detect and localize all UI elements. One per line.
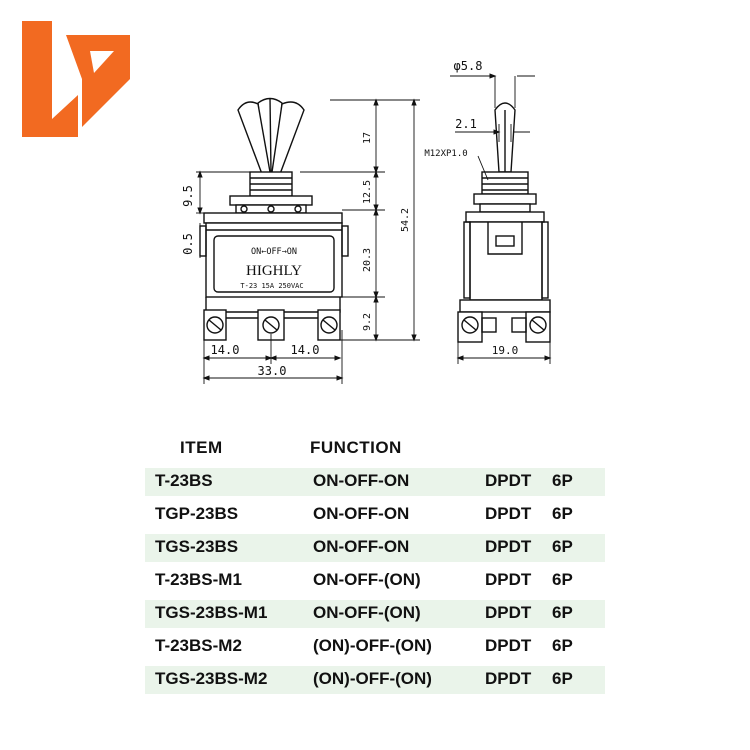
row-function: ON-OFF-ON — [313, 471, 410, 490]
row-item: TGS-23BS — [155, 537, 239, 556]
brand-logo-icon — [22, 21, 130, 137]
dim-lever: 17 — [362, 132, 373, 144]
row-function: ON-OFF-(ON) — [313, 603, 421, 622]
dim-tip-diameter: φ5.8 — [454, 59, 483, 73]
row-item: T-23BS-M2 — [155, 636, 242, 655]
spec-table: ITEM FUNCTION T-23BS ON-OFF-ON DPDT 6P T… — [0, 436, 750, 736]
dim-terminal-left: 14.0 — [211, 343, 240, 357]
row-type: DPDT — [485, 636, 532, 655]
technical-drawing: ON←OFF→ON HIGHLY T-23 15A 250VAC 14.0 14… — [181, 59, 552, 384]
logo-left-shape — [22, 21, 78, 137]
header-function: FUNCTION — [310, 438, 402, 457]
front-dimension-lines — [196, 98, 420, 384]
dim-total-height: 54.2 — [400, 208, 411, 232]
row-pins: 6P — [552, 471, 573, 490]
row-function: ON-OFF-ON — [313, 537, 410, 556]
side-lever — [494, 102, 516, 173]
table-row: TGS-23BS-M2 (ON)-OFF-(ON) DPDT 6P — [145, 666, 605, 694]
dim-side-width: 19.0 — [492, 344, 519, 357]
dim-width: 33.0 — [258, 364, 287, 378]
row-item: TGS-23BS-M1 — [155, 603, 268, 622]
row-function: (ON)-OFF-(ON) — [313, 669, 432, 688]
dim-body: 20.3 — [362, 248, 373, 272]
table-row: TGS-23BS-M1 ON-OFF-(ON) DPDT 6P — [145, 600, 605, 628]
dim-lever-diameter: 2.1 — [455, 117, 477, 131]
table-row: T-23BS ON-OFF-ON DPDT 6P — [145, 468, 605, 496]
table-row: T-23BS-M2 (ON)-OFF-(ON) DPDT 6P — [145, 633, 605, 661]
side-view — [457, 102, 551, 343]
rating-label: T-23 15A 250VAC — [240, 282, 303, 290]
table-row: T-23BS-M1 ON-OFF-(ON) DPDT 6P — [145, 567, 605, 595]
mounting-nut — [203, 195, 343, 224]
row-pins: 6P — [552, 669, 573, 688]
toggle-lever — [237, 97, 305, 175]
row-item: T-23BS — [155, 471, 213, 490]
row-item: T-23BS-M1 — [155, 570, 242, 589]
table-row: TGS-23BS ON-OFF-ON DPDT 6P — [145, 534, 605, 562]
row-type: DPDT — [485, 471, 532, 490]
dim-thread: 9.5 — [181, 185, 195, 207]
row-pins: 6P — [552, 636, 573, 655]
row-type: DPDT — [485, 669, 532, 688]
row-function: (ON)-OFF-(ON) — [313, 636, 432, 655]
thread-spec: M12XP1.0 — [424, 149, 467, 159]
row-type: DPDT — [485, 570, 532, 589]
row-type: DPDT — [485, 537, 532, 556]
row-pins: 6P — [552, 570, 573, 589]
switch-position-marking: ON←OFF→ON — [251, 247, 297, 257]
front-view — [199, 97, 349, 341]
row-item: TGP-23BS — [155, 504, 239, 523]
side-terminals — [457, 299, 551, 343]
table-row: TGP-23BS ON-OFF-ON DPDT 6P — [145, 501, 605, 529]
row-function: ON-OFF-ON — [313, 504, 410, 523]
brand-label: HIGHLY — [246, 263, 302, 279]
dim-terminal-right: 14.0 — [291, 343, 320, 357]
side-bushing — [465, 171, 545, 223]
row-type: DPDT — [485, 603, 532, 622]
row-function: ON-OFF-(ON) — [313, 570, 421, 589]
side-body — [463, 221, 549, 301]
dim-bushing: 12.5 — [362, 180, 373, 204]
switch-body — [199, 222, 349, 298]
row-item: TGS-23BS-M2 — [155, 669, 268, 688]
side-dimension-lines — [450, 73, 552, 364]
dim-plate: 0.5 — [181, 233, 195, 255]
dim-terminal: 9.2 — [362, 313, 373, 331]
logo-notch — [90, 51, 114, 73]
row-type: DPDT — [485, 504, 532, 523]
row-pins: 6P — [552, 537, 573, 556]
row-pins: 6P — [552, 504, 573, 523]
threaded-bushing — [249, 171, 293, 197]
row-pins: 6P — [552, 603, 573, 622]
logo-right-shape — [66, 35, 130, 127]
terminals — [203, 297, 341, 341]
header-item: ITEM — [180, 438, 223, 457]
